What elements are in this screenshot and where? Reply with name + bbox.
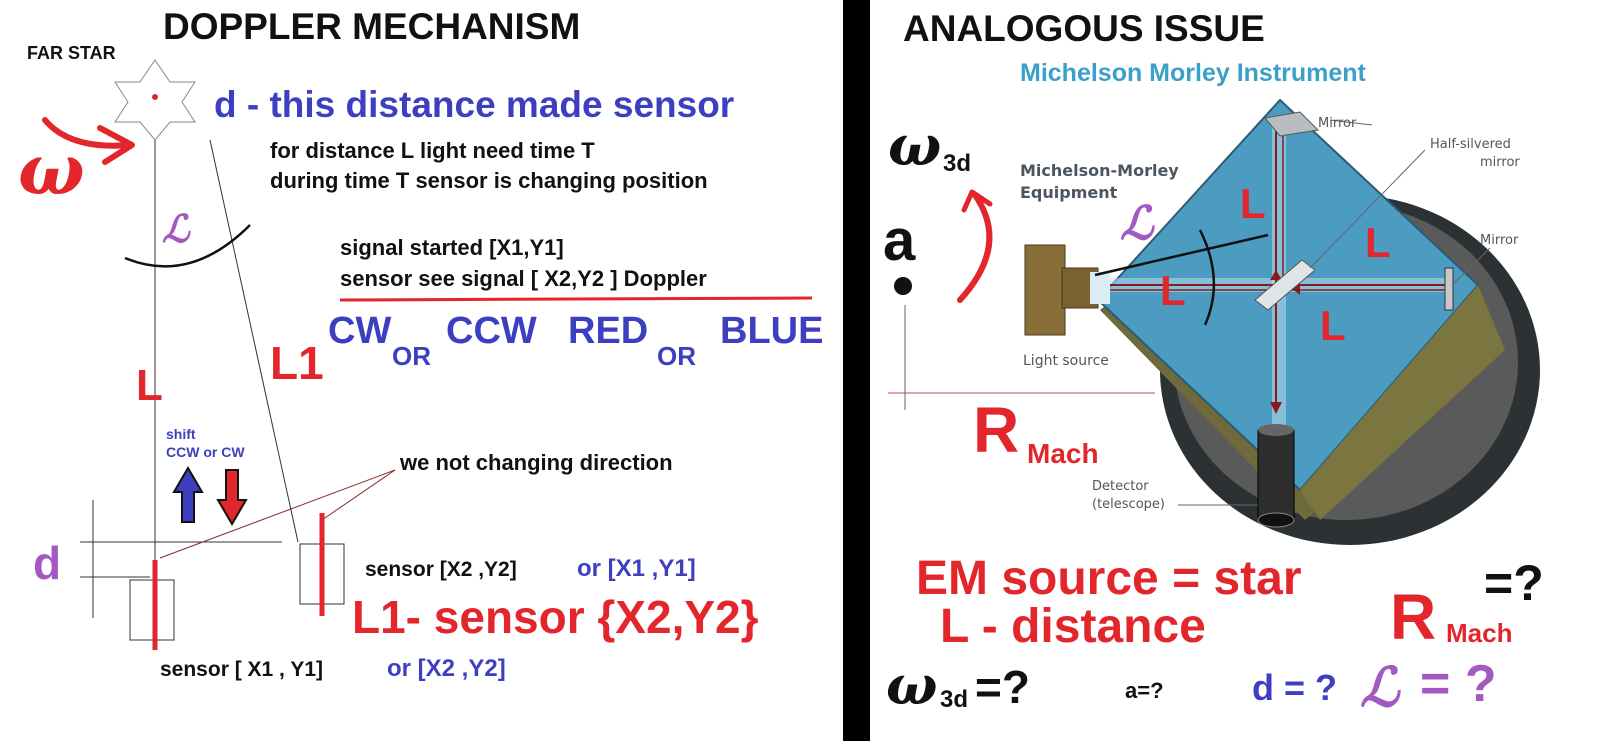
mirror-right-label: Mirror <box>1480 233 1519 248</box>
R-mach-sub: Mach <box>1027 438 1099 469</box>
a-eq: a=? <box>1125 678 1164 703</box>
sensor-x2-alt: or [X1 ,Y1] <box>577 555 696 582</box>
shift-label-1: shift <box>166 426 196 442</box>
em-source-star: EM source = star <box>916 552 1302 605</box>
star-center-dot <box>152 94 158 100</box>
L1-sensor: L1- sensor {X2,Y2} <box>352 591 759 643</box>
L-right-upper: L <box>1365 219 1391 266</box>
mm-instrument-title: Michelson Morley Instrument <box>1020 59 1366 87</box>
l-distance: L - distance <box>940 600 1206 653</box>
rotation-arrow-3d <box>957 192 993 303</box>
rotation-arrow <box>42 117 133 149</box>
alpha-q-symbol: ℒ <box>1360 655 1399 719</box>
red-label: RED <box>568 310 649 352</box>
mirror-top-label: Mirror <box>1318 116 1357 131</box>
detector-label-2: (telescope) <box>1092 497 1165 512</box>
d-description: d - this distance made sensor <box>214 84 735 125</box>
distance-line-L1 <box>209 139 299 543</box>
R-mach-symbol: R <box>973 394 1020 466</box>
omega-3d-symbol: ω <box>888 113 942 179</box>
or-label-1: OR <box>392 341 431 371</box>
mm-equipment-2: Equipment <box>1020 183 1118 202</box>
omega-3d-q-symbol: ω <box>886 653 938 717</box>
shift-label-2: CCW or CW <box>166 444 245 460</box>
detector-label-1: Detector <box>1092 479 1149 494</box>
omega-3d-sub: 3d <box>943 150 972 177</box>
L-left: L <box>1160 267 1186 314</box>
or-label-2: OR <box>657 341 696 371</box>
L-top: L <box>1240 180 1266 227</box>
R-mach-q-symbol: R <box>1390 581 1437 653</box>
ccw-label: CCW <box>446 310 537 352</box>
mm-equipment-1: Michelson-Morley <box>1020 161 1179 180</box>
R-mach-q-sub: Mach <box>1446 618 1513 648</box>
light-source-label: Light source <box>1023 353 1109 369</box>
far-star-label: FAR STAR <box>27 43 116 63</box>
sensor-x1-box <box>129 579 175 641</box>
d-label: d <box>33 537 62 589</box>
half-silvered-1: Half-silvered <box>1430 137 1511 152</box>
sensor-x1-alt: or [X2 ,Y2] <box>387 655 506 682</box>
L1-label: L1 <box>270 337 324 389</box>
angle-arc <box>124 224 251 268</box>
red-down-arrow <box>216 469 248 526</box>
michelson-morley-instrument-illustration <box>1024 98 1540 545</box>
omega-3d-q-sub: 3d <box>940 686 969 713</box>
right-title: ANALOGOUS ISSUE <box>903 8 1265 49</box>
alpha-eq: = ? <box>1420 655 1497 713</box>
omega-symbol: ω <box>18 128 85 211</box>
not-changing-direction: we not changing direction <box>400 450 673 475</box>
left-title: DOPPLER MECHANISM <box>163 6 581 47</box>
L-label: L <box>136 361 163 410</box>
signal-started: signal started [X1,Y1] <box>340 235 564 260</box>
panel-divider <box>843 0 870 741</box>
alpha-symbol: ℒ <box>162 206 190 251</box>
omega-eq: =? <box>975 661 1030 713</box>
sensor-x1-label: sensor [ X1 , Y1] <box>160 658 324 681</box>
time-line-1: for distance L light need time T <box>270 138 595 163</box>
cw-label: CW <box>328 310 392 352</box>
time-line-2: during time T sensor is changing positio… <box>270 168 708 193</box>
sensor-x2-label: sensor [X2 ,Y2] <box>365 558 517 581</box>
sensor-see-signal: sensor see signal [ X2,Y2 ] Doppler <box>340 266 707 291</box>
blue-up-arrow <box>172 466 204 523</box>
point-a <box>894 277 912 295</box>
d-eq: d = ? <box>1252 667 1338 708</box>
blue-label: BLUE <box>720 310 824 352</box>
underline <box>339 296 813 302</box>
alpha-symbol-right: ℒ <box>1120 196 1154 250</box>
a-label: a <box>883 208 916 273</box>
half-silvered-2: mirror <box>1480 155 1520 170</box>
R-mach-eq: =? <box>1484 555 1544 611</box>
L-right-lower: L <box>1320 302 1346 349</box>
